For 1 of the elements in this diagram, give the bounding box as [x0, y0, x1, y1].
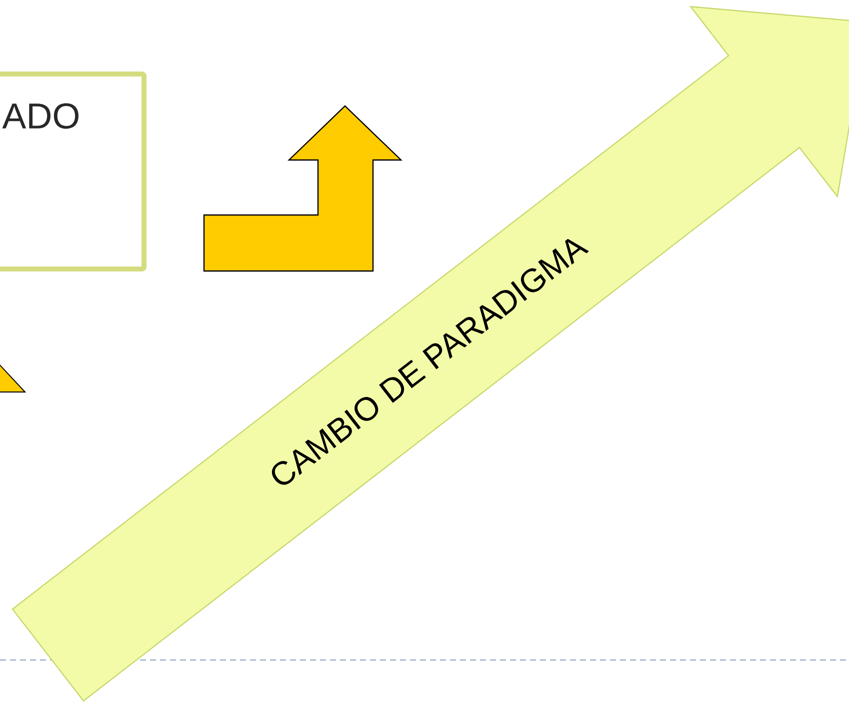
text-box: ADO	[0, 72, 146, 272]
